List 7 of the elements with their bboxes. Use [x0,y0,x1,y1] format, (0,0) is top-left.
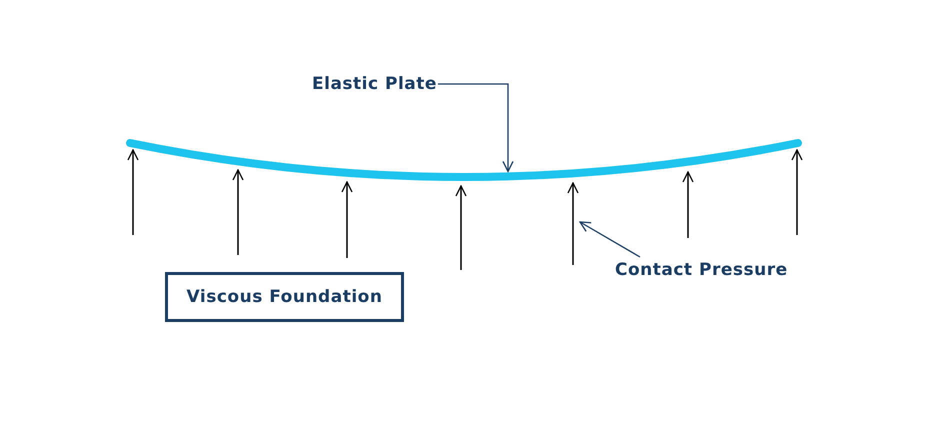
callout-label: Elastic Plate [312,74,437,94]
leader-line [579,221,640,258]
label-text: Viscous Foundation [186,287,382,307]
label-frame [165,272,404,322]
callout-label: Contact Pressure [615,260,788,280]
elastic-plate [126,139,802,181]
leader-line [438,83,514,172]
